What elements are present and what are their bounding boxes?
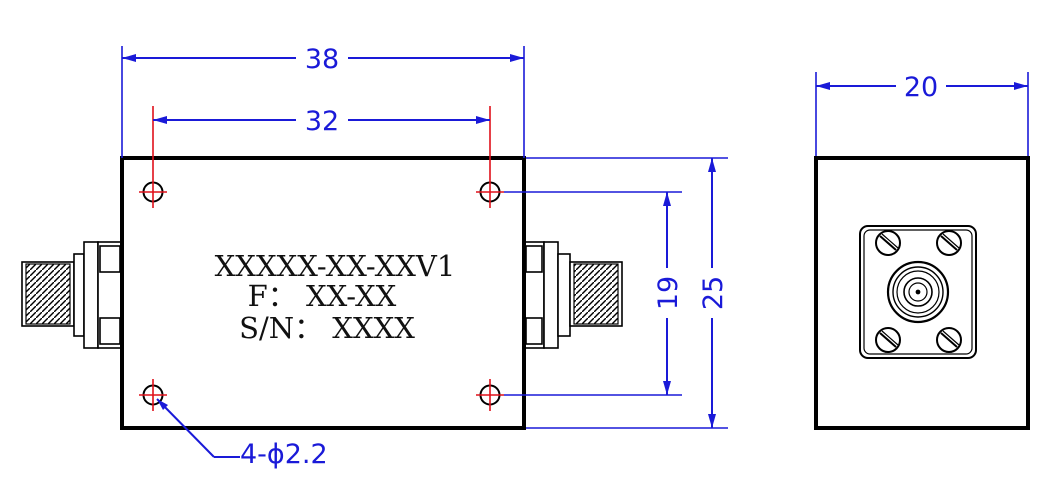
flange-screw-bottom-right: [936, 327, 962, 353]
mounting-hole-bottom-right: [476, 379, 504, 411]
flange-screw-bottom-left: [875, 327, 901, 353]
dimension-overall-width: 38: [121, 44, 525, 158]
dimension-overall-height: 25: [526, 157, 729, 429]
dimension-side-width: 20: [815, 72, 1029, 158]
dimension-label-20: 20: [904, 72, 938, 103]
dimension-label-19: 19: [653, 276, 684, 310]
flange-screw-top-right: [936, 230, 962, 256]
label-model-number: XXXXX-XX-XXV1: [215, 249, 456, 283]
label-frequency: F： XX-XX: [248, 279, 397, 313]
front-body-outline: [120, 156, 526, 430]
label-serial-number: S/N： XXXX: [239, 311, 415, 345]
dimension-label-38: 38: [305, 44, 339, 75]
right-sma-connector: [523, 241, 623, 349]
dimension-label-25: 25: [698, 276, 729, 310]
hole-callout-label: 4-ϕ2.2: [240, 439, 328, 470]
mounting-hole-bottom-left: [139, 379, 167, 411]
hole-callout-leader: 4-ϕ2.2: [156, 398, 328, 470]
front-view: XXXXX-XX-XXV1 F： XX-XX S/N： XXXX 38 32: [21, 44, 729, 470]
dimension-hole-spacing-height: 19: [504, 191, 684, 396]
dimension-hole-spacing-width: 32: [153, 106, 490, 137]
dimension-label-32: 32: [305, 106, 339, 137]
side-view: 20: [814, 72, 1030, 430]
flange-screw-top-left: [875, 230, 901, 256]
sma-connector-face: [886, 260, 950, 324]
mounting-hole-top-right: [476, 106, 504, 208]
mounting-hole-top-left: [139, 106, 167, 208]
left-sma-connector: [21, 241, 123, 349]
